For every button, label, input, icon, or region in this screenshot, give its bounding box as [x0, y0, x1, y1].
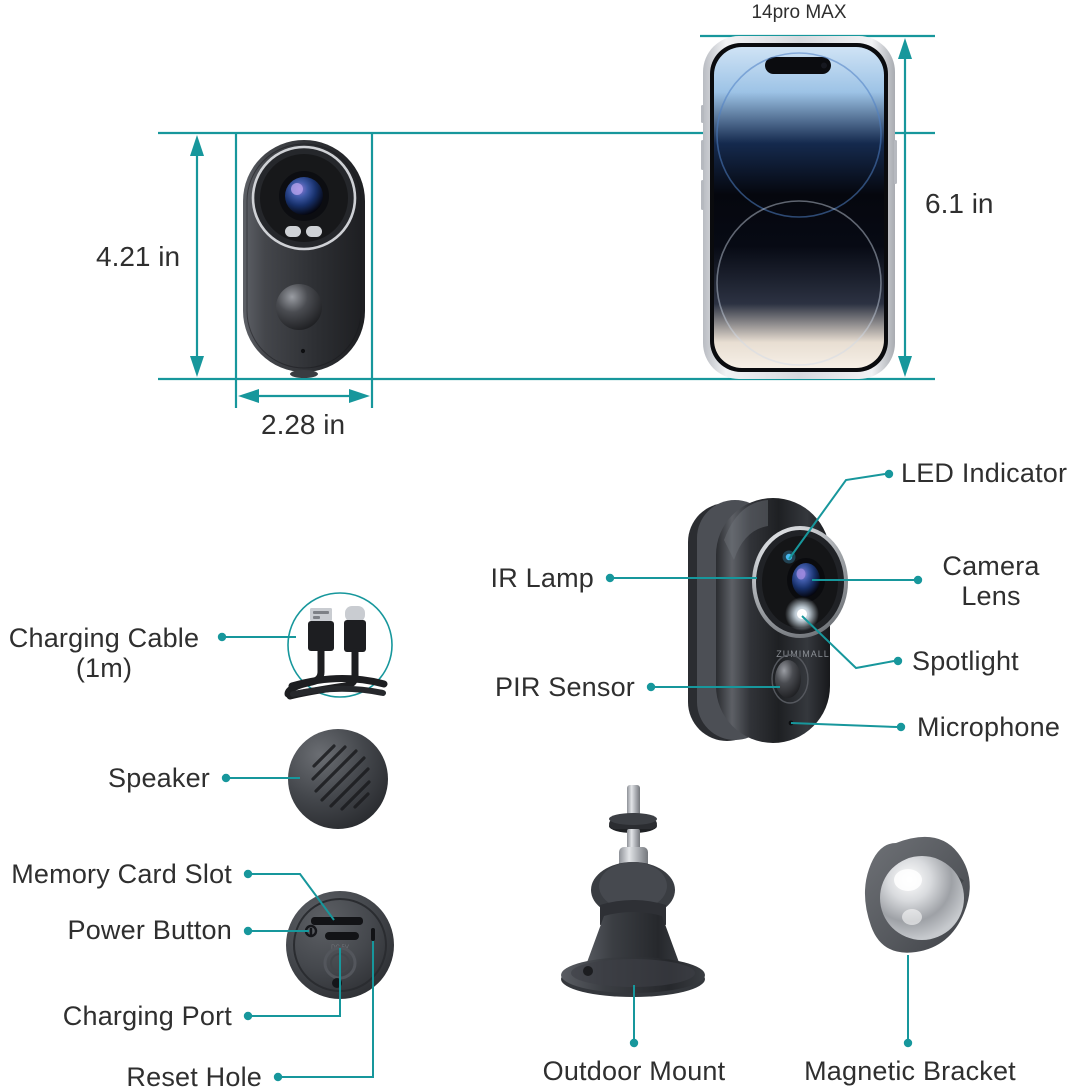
callout-speaker: Speaker — [108, 763, 210, 793]
phone-caption: 14pro MAX — [751, 2, 847, 23]
phone-height-dimension: 6.1 in — [925, 188, 994, 219]
callout-pir-sensor: PIR Sensor — [494, 672, 635, 702]
camera-height-dimension: 4.21 in — [96, 241, 181, 272]
callout-microphone: Microphone — [917, 712, 1061, 742]
camera-angled-illustration: ZUMIMALL — [688, 498, 848, 743]
callout-outdoor-mount: Outdoor Mount — [542, 1056, 726, 1086]
outdoor-mount-illustration — [561, 785, 705, 997]
callout-memory-card-slot: Memory Card Slot — [11, 859, 232, 889]
camera-width-dimension: 2.28 in — [261, 409, 346, 440]
speaker-illustration — [288, 729, 388, 829]
callout-charging-port: Charging Port — [62, 1001, 232, 1031]
callout-reset-hole: Reset Hole — [126, 1062, 262, 1092]
camera-front-illustration — [243, 140, 365, 378]
svg-text:ZUMIMALL: ZUMIMALL — [776, 649, 830, 659]
magnetic-bracket-illustration — [864, 836, 970, 953]
callout-spotlight: Spotlight — [912, 646, 1019, 676]
callout-ir-lamp: IR Lamp — [490, 563, 594, 593]
camera-back-plate-illustration: DC 5V — [286, 891, 394, 999]
callout-magnetic-bracket: Magnetic Bracket — [804, 1056, 1016, 1086]
svg-text:DC 5V: DC 5V — [331, 945, 349, 951]
callout-power-button: Power Button — [67, 915, 232, 945]
phone-illustration — [701, 36, 897, 379]
callout-charging-cable: Charging Cable (1m) — [8, 623, 200, 684]
callout-camera-lens: Camera Lens — [942, 551, 1040, 612]
callout-led-indicator: LED Indicator — [901, 458, 1068, 488]
